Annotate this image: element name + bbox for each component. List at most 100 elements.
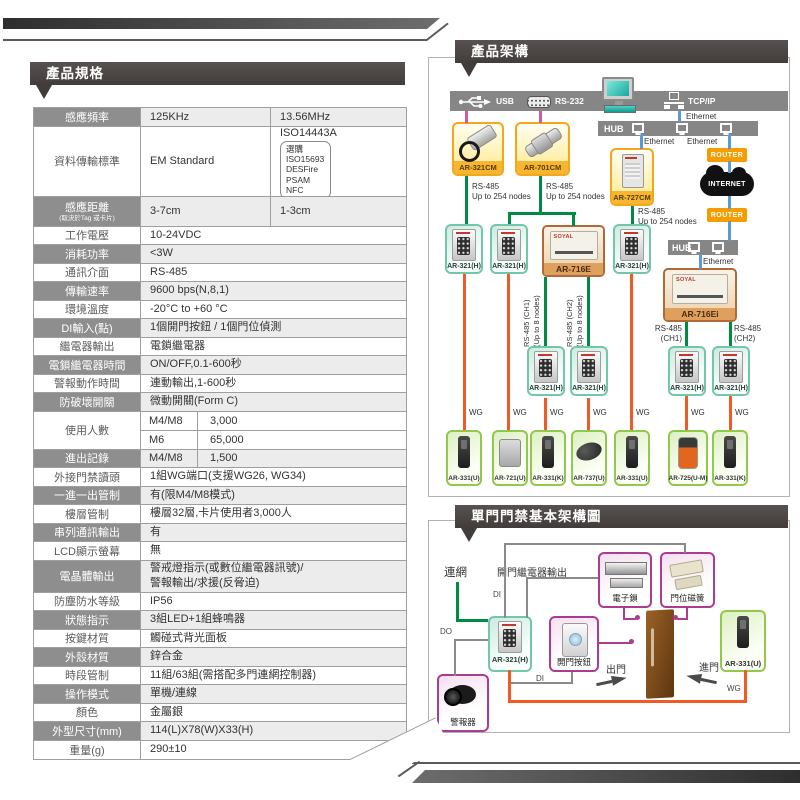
spec-row-label: 通訊介面 xyxy=(34,263,141,281)
wire xyxy=(539,111,542,123)
wire xyxy=(599,642,631,644)
spec-cell: 無 xyxy=(150,544,161,557)
ethernet-port-icon xyxy=(688,242,700,254)
reader-photo xyxy=(499,439,521,467)
wire xyxy=(504,543,506,618)
rs485-nodes-note-1: RS-485 Up to 254 nodes xyxy=(472,182,531,202)
spec-section-header: 產品規格 xyxy=(30,62,405,85)
spec-row-value: 單機/連線 xyxy=(141,685,406,703)
ethernet-label: Ethernet xyxy=(703,257,734,266)
wire xyxy=(678,111,681,122)
wg-label: WG xyxy=(513,408,527,417)
reader-photo xyxy=(626,436,638,468)
keypad-photo xyxy=(498,621,522,653)
wire xyxy=(587,398,590,431)
keypad-photo xyxy=(620,229,644,261)
internet-cloud: INTERNET xyxy=(700,165,754,196)
device-keypad: AR-321(H) xyxy=(490,224,528,274)
spec-row-value: RS-485 xyxy=(141,264,406,282)
exit-button-photo xyxy=(551,618,597,657)
device-keypad: AR-321(H) xyxy=(668,346,706,396)
spec-row-label: 樓層管制 xyxy=(34,505,141,523)
spec-cell: 125KHz xyxy=(141,108,271,126)
spec-cell: 1個開門按鈕 / 1個門位偵測 xyxy=(150,321,282,334)
spec-cell: 單機/連線 xyxy=(150,687,198,700)
spec-row: 按鍵材質觸碰式背光面板 xyxy=(34,629,406,648)
reader-photo xyxy=(678,437,698,469)
spec-row-label: 外接門禁讀頭 xyxy=(34,468,141,486)
reader-photo xyxy=(542,436,554,468)
option-box-item: NFC xyxy=(286,184,304,195)
reader-label: AR-725(U-M) xyxy=(668,475,708,482)
spec-row-value: 電鎖繼電器 xyxy=(141,338,406,356)
spec-row-label: 工作電壓 xyxy=(34,226,141,244)
spec-row-value: 1組WG端口(支援WG26, WG34) xyxy=(141,468,406,486)
spec-cell: 樓層32層,卡片使用者3,000人 xyxy=(150,507,292,520)
device-ar716ei: SOYAL AR-716Ei xyxy=(663,268,737,322)
hub1-label: HUB xyxy=(604,124,624,134)
spec-row-label: 繼電器輸出 xyxy=(34,337,141,355)
keypad-label: AR-321(H) xyxy=(572,385,606,392)
wire xyxy=(456,582,459,622)
spec-cell: 3組LED+1組蜂鳴器 xyxy=(150,613,246,626)
usb-converter-photo xyxy=(454,123,502,162)
reader-photo xyxy=(737,616,749,648)
keypad-photo xyxy=(719,351,743,383)
keypad-label: AR-321(H) xyxy=(670,385,704,392)
wire xyxy=(572,212,575,226)
exit-button-box: 開門按鈕 xyxy=(549,616,599,672)
keypad-label: AR-321(H) xyxy=(529,385,563,392)
wire xyxy=(454,639,456,676)
door-graphic xyxy=(646,609,674,699)
spec-cell: 9600 bps(N,8,1) xyxy=(150,284,229,297)
spec-row: 重量(g)290±10 xyxy=(34,740,406,760)
spec-row: 一進一出管制有(限M4/M8模式) xyxy=(34,486,406,505)
wire xyxy=(728,221,731,241)
spec-row: 防破壞開關微動開關(Form C) xyxy=(34,393,406,412)
device-reader: AR-725(U-M) xyxy=(668,430,708,486)
relay-output-label: 開門繼電器輸出 xyxy=(497,568,567,579)
keypad-photo xyxy=(577,351,601,383)
network-label: 連網 xyxy=(444,567,467,579)
spec-row-value: 觸碰式背光面板 xyxy=(141,630,406,648)
spec-row: 消耗功率<3W xyxy=(34,245,406,264)
wire xyxy=(539,176,542,214)
rs485-ch2-long-label: RS-485 (CH2) (Up to 8 nodes) xyxy=(565,295,584,347)
maglock-photo xyxy=(600,554,650,592)
wire xyxy=(587,277,590,347)
bottom-decoration-bar xyxy=(412,770,800,783)
spec-row: LCD顯示螢幕無 xyxy=(34,542,406,561)
electric-lock-box: 電子鎖 xyxy=(598,552,652,608)
spec-row-value: 290±10 xyxy=(141,741,406,760)
spec-row-label: 電晶體輸出 xyxy=(34,560,141,592)
spec-cell: RS-485 xyxy=(150,265,188,278)
spec-row-label: 一進一出管制 xyxy=(34,486,141,504)
spec-row: 電晶體輸出警戒燈指示(或數位繼電器訊號)/ 警報輸出/求援(反脅迫) xyxy=(34,560,406,593)
spec-row-value: 10-24VDC xyxy=(141,227,406,245)
option-box-title: 選購 xyxy=(286,144,304,155)
spec-subcell-label: M4/M8 xyxy=(141,449,198,467)
spec-cell: 290±10 xyxy=(150,743,187,756)
device-keypad: AR-321(H) xyxy=(527,346,565,396)
siren-box: 警報器 xyxy=(437,674,489,732)
spec-row-value: ON/OFF,0.1-600秒 xyxy=(141,356,406,374)
spec-row-label: 串列通訊輸出 xyxy=(34,523,141,541)
spec-row: 外殼材質鋅合金 xyxy=(34,648,406,667)
architecture-header-pointer xyxy=(461,63,477,77)
spec-row-label: 操作模式 xyxy=(34,685,141,703)
spec-row-label: 環境溫度 xyxy=(34,300,141,318)
spec-row-label: 感應頻率 xyxy=(34,108,141,126)
device-reader: AR-721(U) xyxy=(492,430,528,486)
spec-row-value: 3組LED+1組蜂鳴器 xyxy=(141,611,406,629)
spec-row-label: 傳輸速率 xyxy=(34,282,141,300)
ethernet-converter-photo xyxy=(612,150,652,191)
keypad-photo xyxy=(452,229,476,261)
wg-label: WG xyxy=(735,408,749,417)
